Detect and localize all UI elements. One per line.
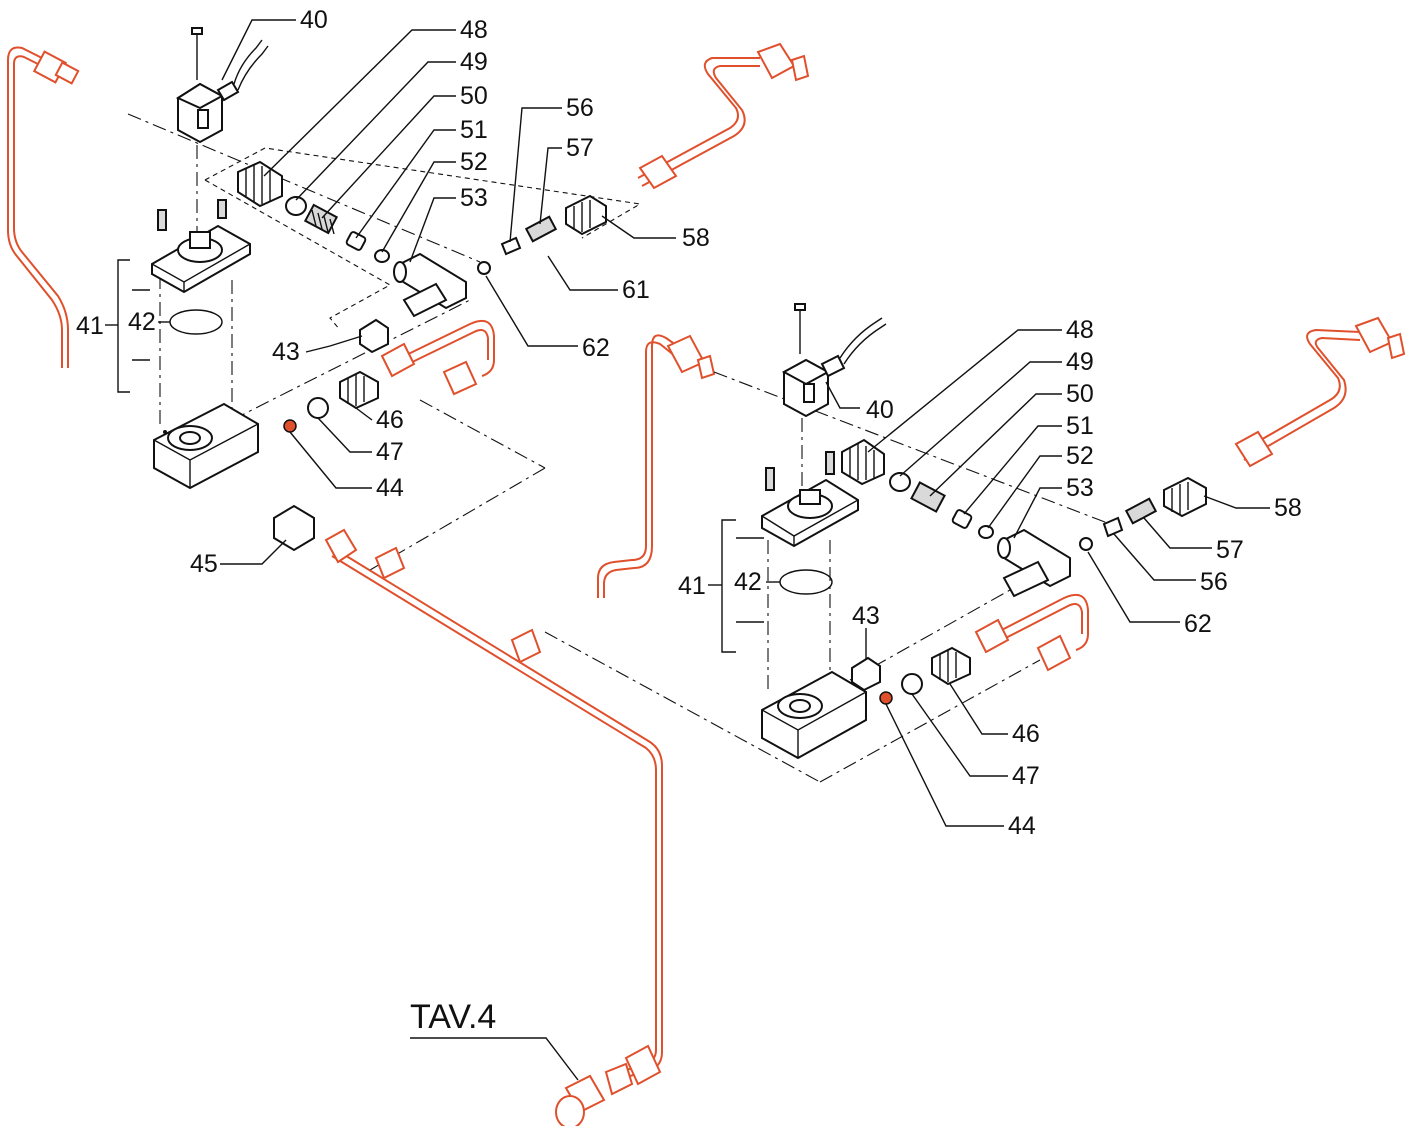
label-49: 49	[460, 48, 488, 76]
label-58-right: 58	[1274, 494, 1302, 522]
pipe-u-right	[974, 594, 1089, 672]
nut-49-right	[889, 472, 911, 492]
o-ring-42-right	[779, 569, 833, 595]
solenoid-coil-40-right	[781, 303, 887, 418]
tip-56-right	[1102, 516, 1124, 538]
washer-62-right	[1079, 537, 1093, 551]
label-45: 45	[190, 550, 218, 578]
pipe-right-left	[597, 334, 716, 598]
label-53: 53	[460, 184, 488, 212]
valve-plate-top	[151, 199, 251, 294]
label-56: 56	[566, 94, 594, 122]
pipe-long-bottom	[324, 528, 663, 1126]
label-42: 42	[128, 308, 156, 336]
fitting-48-right	[841, 438, 885, 486]
label-50: 50	[460, 82, 488, 110]
nut-43-right	[851, 656, 881, 692]
fitting-48	[237, 160, 283, 208]
pipe-u-left	[380, 320, 495, 396]
spring-57	[524, 215, 558, 243]
label-40-right: 40	[866, 396, 894, 424]
label-47: 47	[376, 438, 404, 466]
label-50-right: 50	[1066, 380, 1094, 408]
seal-52	[374, 249, 390, 263]
nut-43-left	[359, 318, 389, 354]
valve-base-block	[153, 402, 259, 490]
nut-49	[285, 196, 307, 216]
nut-45	[273, 504, 315, 552]
label-48-right: 48	[1066, 316, 1094, 344]
seal-52-right	[978, 525, 994, 539]
fitting-58	[565, 194, 607, 236]
pipe-upper-right	[637, 42, 810, 190]
label-48: 48	[460, 16, 488, 44]
label-53-right: 53	[1066, 474, 1094, 502]
label-47-right: 47	[1012, 762, 1040, 790]
callouts-right: 48 49 50 51 52 53 40 58 57 56 62 41 42	[678, 316, 1302, 840]
label-56-right: 56	[1200, 568, 1228, 596]
diagram-title: TAV.4	[410, 998, 496, 1036]
label-43: 43	[272, 338, 300, 366]
pipe-left-vertical	[7, 46, 80, 368]
fitting-46-left	[339, 370, 379, 410]
callouts-left: 40 48 49 50 51 52 53 56 57 58 61 62 41	[76, 6, 710, 578]
label-40: 40	[300, 6, 328, 34]
label-52: 52	[460, 148, 488, 176]
label-44-right: 44	[1008, 812, 1036, 840]
label-43-right: 43	[852, 602, 880, 630]
label-46-right: 46	[1012, 720, 1040, 748]
fitting-46-right	[931, 646, 971, 686]
label-52-right: 52	[1066, 442, 1094, 470]
plunger-51	[345, 231, 367, 251]
spring-50	[303, 203, 339, 235]
assembly-left: 40 48 49 50 51 52 53 56 57 58 61 62 41	[7, 6, 1041, 1126]
t-body-53-right	[997, 528, 1071, 598]
plunger-51-right	[951, 509, 973, 529]
label-58: 58	[682, 224, 710, 252]
fitting-58-right	[1163, 476, 1207, 518]
sleeve-47-left	[307, 397, 329, 419]
label-41-right: 41	[678, 572, 706, 600]
washer-62	[477, 261, 491, 275]
valve-plate-top-right	[761, 451, 859, 548]
assembly-right: 48 49 50 51 52 53 40 58 57 56 62 41 42	[597, 303, 1406, 840]
label-62: 62	[582, 334, 610, 362]
label-61: 61	[622, 276, 650, 304]
label-46: 46	[376, 406, 404, 434]
label-57: 57	[566, 134, 594, 162]
t-body-53	[393, 252, 467, 318]
label-51: 51	[460, 116, 488, 144]
tip-56	[500, 236, 522, 256]
sleeve-47-right	[901, 673, 923, 695]
label-57-right: 57	[1216, 536, 1244, 564]
label-62-right: 62	[1184, 610, 1212, 638]
label-44: 44	[376, 474, 404, 502]
seal-44-left	[283, 419, 297, 433]
spring-57-right	[1124, 497, 1158, 525]
label-41: 41	[76, 312, 104, 340]
solenoid-coil-40	[175, 27, 269, 144]
label-51-right: 51	[1066, 412, 1094, 440]
pipe-upper-right-right	[1234, 316, 1406, 468]
label-42-right: 42	[734, 568, 762, 596]
o-ring-42	[169, 309, 223, 335]
spring-50-right	[910, 481, 946, 513]
label-49-right: 49	[1066, 348, 1094, 376]
seal-44-right	[879, 691, 893, 705]
valve-base-block-right	[761, 670, 867, 760]
